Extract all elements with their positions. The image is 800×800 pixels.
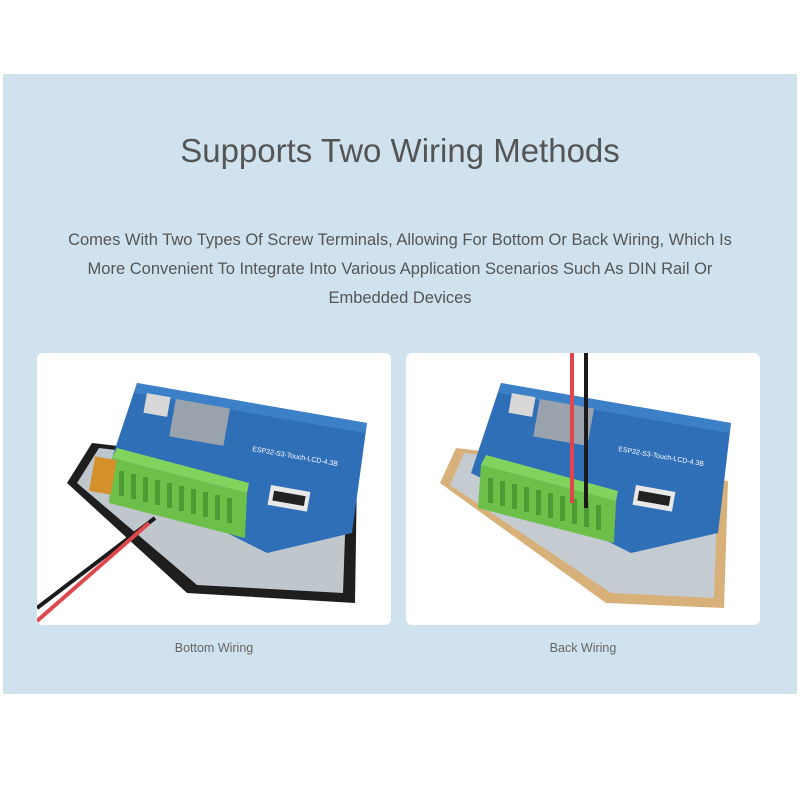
description-line-2: More Convenient To Integrate Into Variou…: [87, 260, 713, 278]
description-line-3: Embedded Devices: [328, 289, 472, 307]
bottom-wiring-caption: Bottom Wiring: [174, 641, 254, 655]
back-wiring-image: ESP32-S3-Touch-LCD-4.3B: [440, 353, 731, 608]
page-title: Supports Two Wiring Methods: [180, 132, 620, 169]
back-wiring-caption: Back Wiring: [549, 641, 617, 655]
bottom-wiring-image: ESP32-S3-Touch-LCD-4.3B: [37, 383, 367, 623]
back-wiring-card: ESP32-S3-Touch-LCD-4.3B: [406, 353, 760, 625]
description-line-1: Comes With Two Types Of Screw Terminals,…: [68, 231, 732, 249]
feature-description: Comes With Two Types Of Screw Terminals,…: [20, 226, 780, 313]
bottom-wiring-card: ESP32-S3-Touch-LCD-4.3B: [37, 353, 391, 625]
